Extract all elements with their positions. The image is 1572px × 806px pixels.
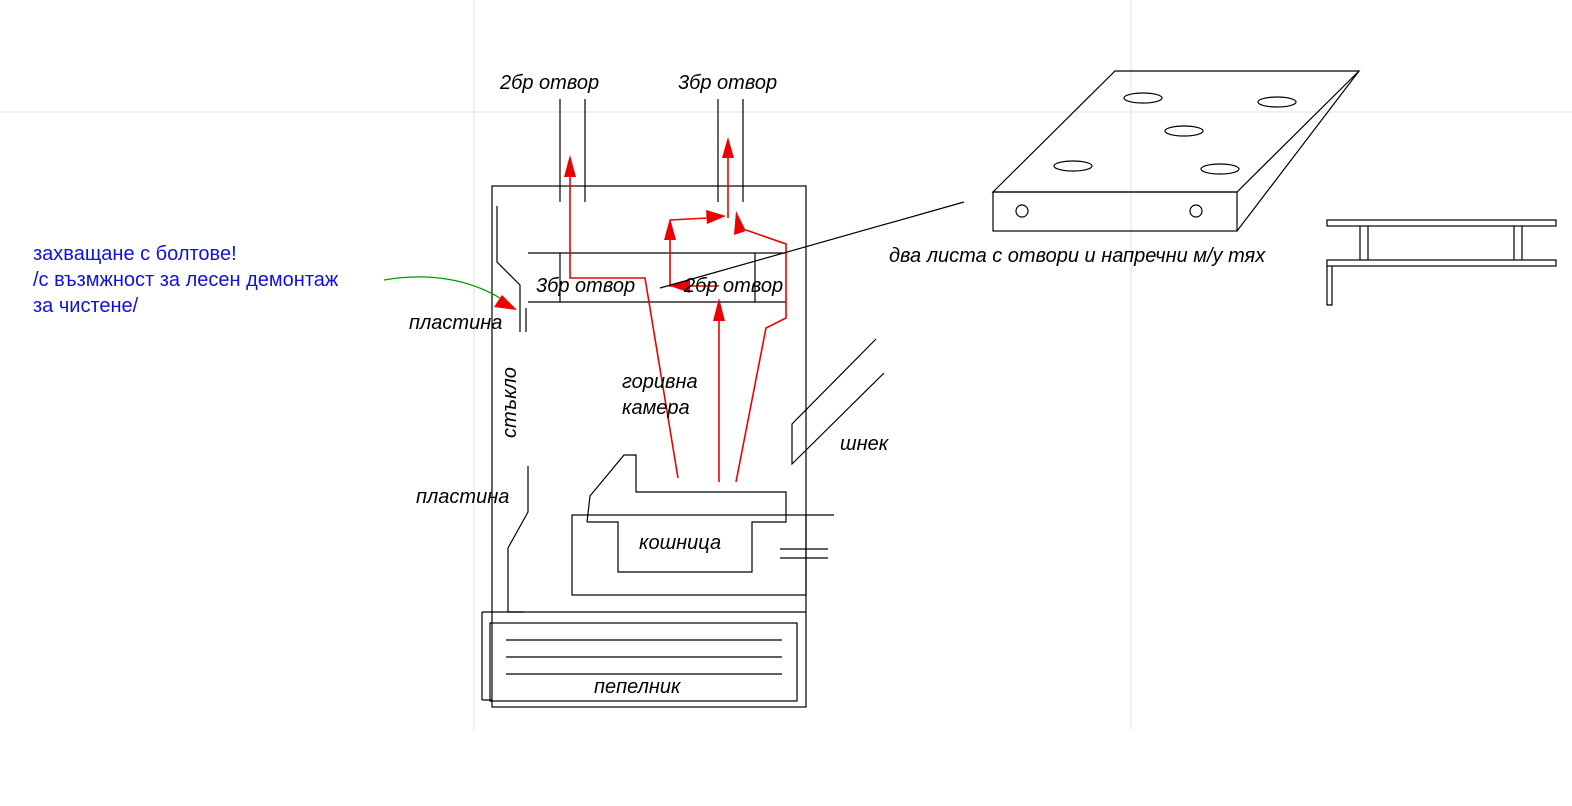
perforated-sheet-detail <box>991 70 1361 232</box>
outlet-pipes <box>559 99 744 202</box>
label-basket: кошница <box>639 532 721 554</box>
note-line-3: за чистене/ <box>33 295 139 317</box>
stove-outer-frame <box>491 185 807 708</box>
label-combustion-chamber-1: горивна <box>622 371 698 393</box>
guide-lines <box>0 0 1572 730</box>
label-baffle-right: 2бр отвор <box>683 275 783 297</box>
label-combustion-chamber-2: камера <box>622 397 690 419</box>
plate-top <box>496 206 527 332</box>
leader-line <box>659 201 965 289</box>
label-glass: стъкло <box>499 367 521 438</box>
plate-bottom <box>507 466 529 613</box>
label-outlet-left: 2бр отвор <box>499 72 599 94</box>
ash-pan <box>481 611 806 702</box>
label-plate-top: пластина <box>409 312 502 334</box>
label-ash-pan: пепелник <box>594 676 682 698</box>
auger-tube <box>791 338 885 466</box>
note-arrow <box>383 276 517 310</box>
flow-paths <box>564 137 787 483</box>
note-line-2: /с възмжност за лесен демонтаж <box>33 269 339 291</box>
label-baffle-left: 3бр отвор <box>536 275 635 297</box>
label-plate-bottom: пластина <box>416 486 509 508</box>
stove-body <box>481 99 885 708</box>
baffle-sheets <box>528 252 786 303</box>
burner-basket <box>571 454 834 596</box>
label-auger: шнек <box>840 433 890 455</box>
igniter <box>780 548 828 559</box>
two-sheets-profile <box>1326 219 1557 306</box>
label-two-sheets: два листа с отвори и напречни м/у тях <box>889 245 1266 267</box>
note-line-1: захващане с болтове! <box>33 243 237 265</box>
label-outlet-right: 3бр отвор <box>678 72 777 94</box>
